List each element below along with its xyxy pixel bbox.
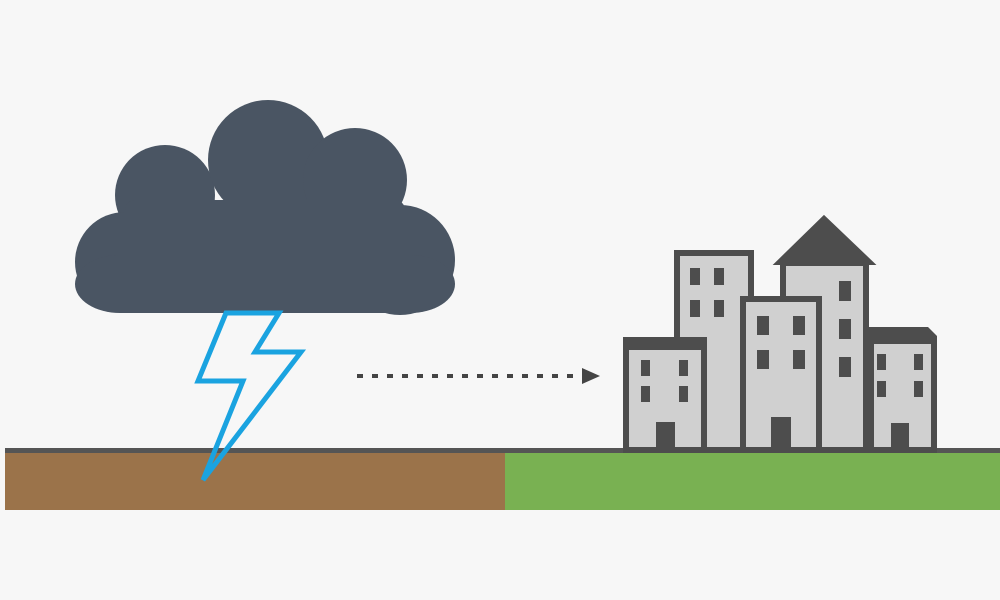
dotted-arrow-icon <box>357 368 600 384</box>
building <box>740 296 822 453</box>
ground-line <box>5 448 1000 453</box>
city-buildings-icon <box>623 214 937 453</box>
building <box>868 327 937 453</box>
grass-ground <box>505 452 1000 510</box>
lightning-bolt-icon <box>194 310 307 482</box>
building <box>623 337 707 453</box>
storm-cloud-icon <box>75 100 455 315</box>
soil-ground <box>5 452 505 510</box>
